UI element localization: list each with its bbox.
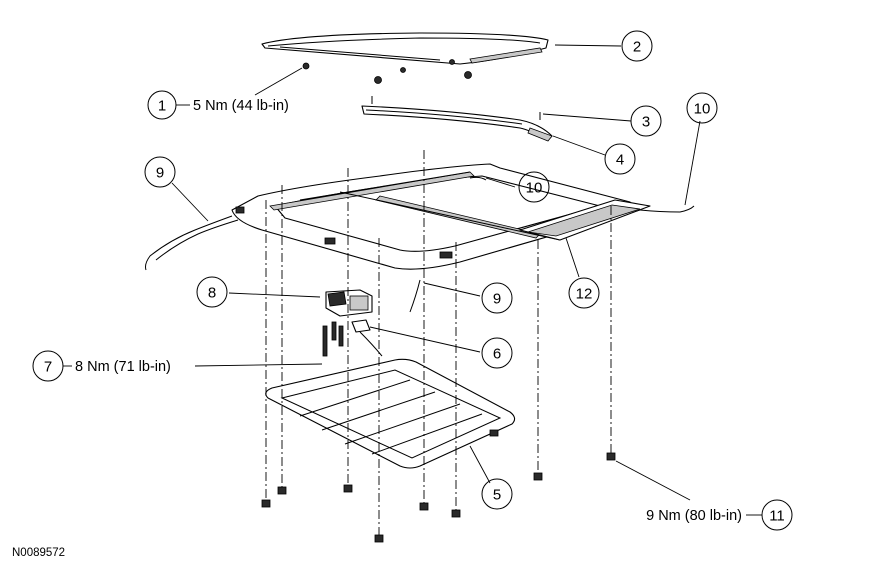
- svg-text:4: 4: [616, 152, 624, 169]
- callout-3: 3: [630, 105, 662, 137]
- svg-text:10: 10: [694, 101, 711, 118]
- svg-text:9: 9: [156, 165, 164, 182]
- sunroof-motor: [325, 289, 373, 317]
- svg-text:2: 2: [633, 39, 641, 56]
- svg-text:5: 5: [493, 487, 501, 504]
- drain-tube-center: [409, 279, 421, 313]
- callout-12: 12: [568, 277, 600, 309]
- callout-8: 8: [196, 276, 228, 308]
- callout-7: 7 8 Nm (71 lb-in): [32, 350, 171, 382]
- callout-10-mid: 10: [518, 171, 550, 203]
- glass-panel-nuts: [302, 59, 472, 84]
- callout-10-top: 10: [686, 92, 718, 124]
- leader-lines: [63, 44, 762, 516]
- glass-panel: [261, 32, 549, 65]
- callout-4: 4: [604, 143, 636, 175]
- callout-9-center: 9: [481, 282, 513, 314]
- svg-text:9: 9: [493, 291, 501, 308]
- callout-5: 5: [481, 478, 513, 510]
- frame-bolts: [261, 452, 616, 543]
- svg-text:8: 8: [208, 285, 216, 302]
- alignment-lines: [265, 150, 612, 540]
- torque-spec-1: 5 Nm (44 lb-in): [193, 98, 289, 114]
- drain-tube-rear: [639, 205, 695, 213]
- svg-text:7: 7: [44, 359, 52, 376]
- figure-id: N0089572: [12, 547, 65, 559]
- callout-1: 1 5 Nm (44 lb-in): [147, 90, 289, 120]
- svg-text:3: 3: [642, 114, 650, 131]
- sunshade: [265, 358, 516, 469]
- svg-text:10: 10: [526, 180, 543, 197]
- sunroof-control-module: [351, 319, 383, 357]
- svg-text:11: 11: [769, 508, 785, 525]
- svg-text:12: 12: [576, 286, 593, 303]
- motor-bolts: [322, 321, 344, 357]
- torque-spec-7: 8 Nm (71 lb-in): [75, 359, 171, 375]
- callout-6: 6: [481, 337, 513, 369]
- sunroof-frame: [145, 163, 651, 271]
- svg-text:1: 1: [158, 98, 166, 115]
- callout-2: 2: [621, 30, 653, 62]
- callout-9-left: 9: [144, 156, 176, 188]
- svg-text:6: 6: [493, 346, 501, 363]
- torque-spec-11: 9 Nm (80 lb-in): [646, 508, 742, 524]
- wind-deflector: [361, 96, 553, 142]
- callout-11: 11 9 Nm (80 lb-in): [646, 499, 793, 531]
